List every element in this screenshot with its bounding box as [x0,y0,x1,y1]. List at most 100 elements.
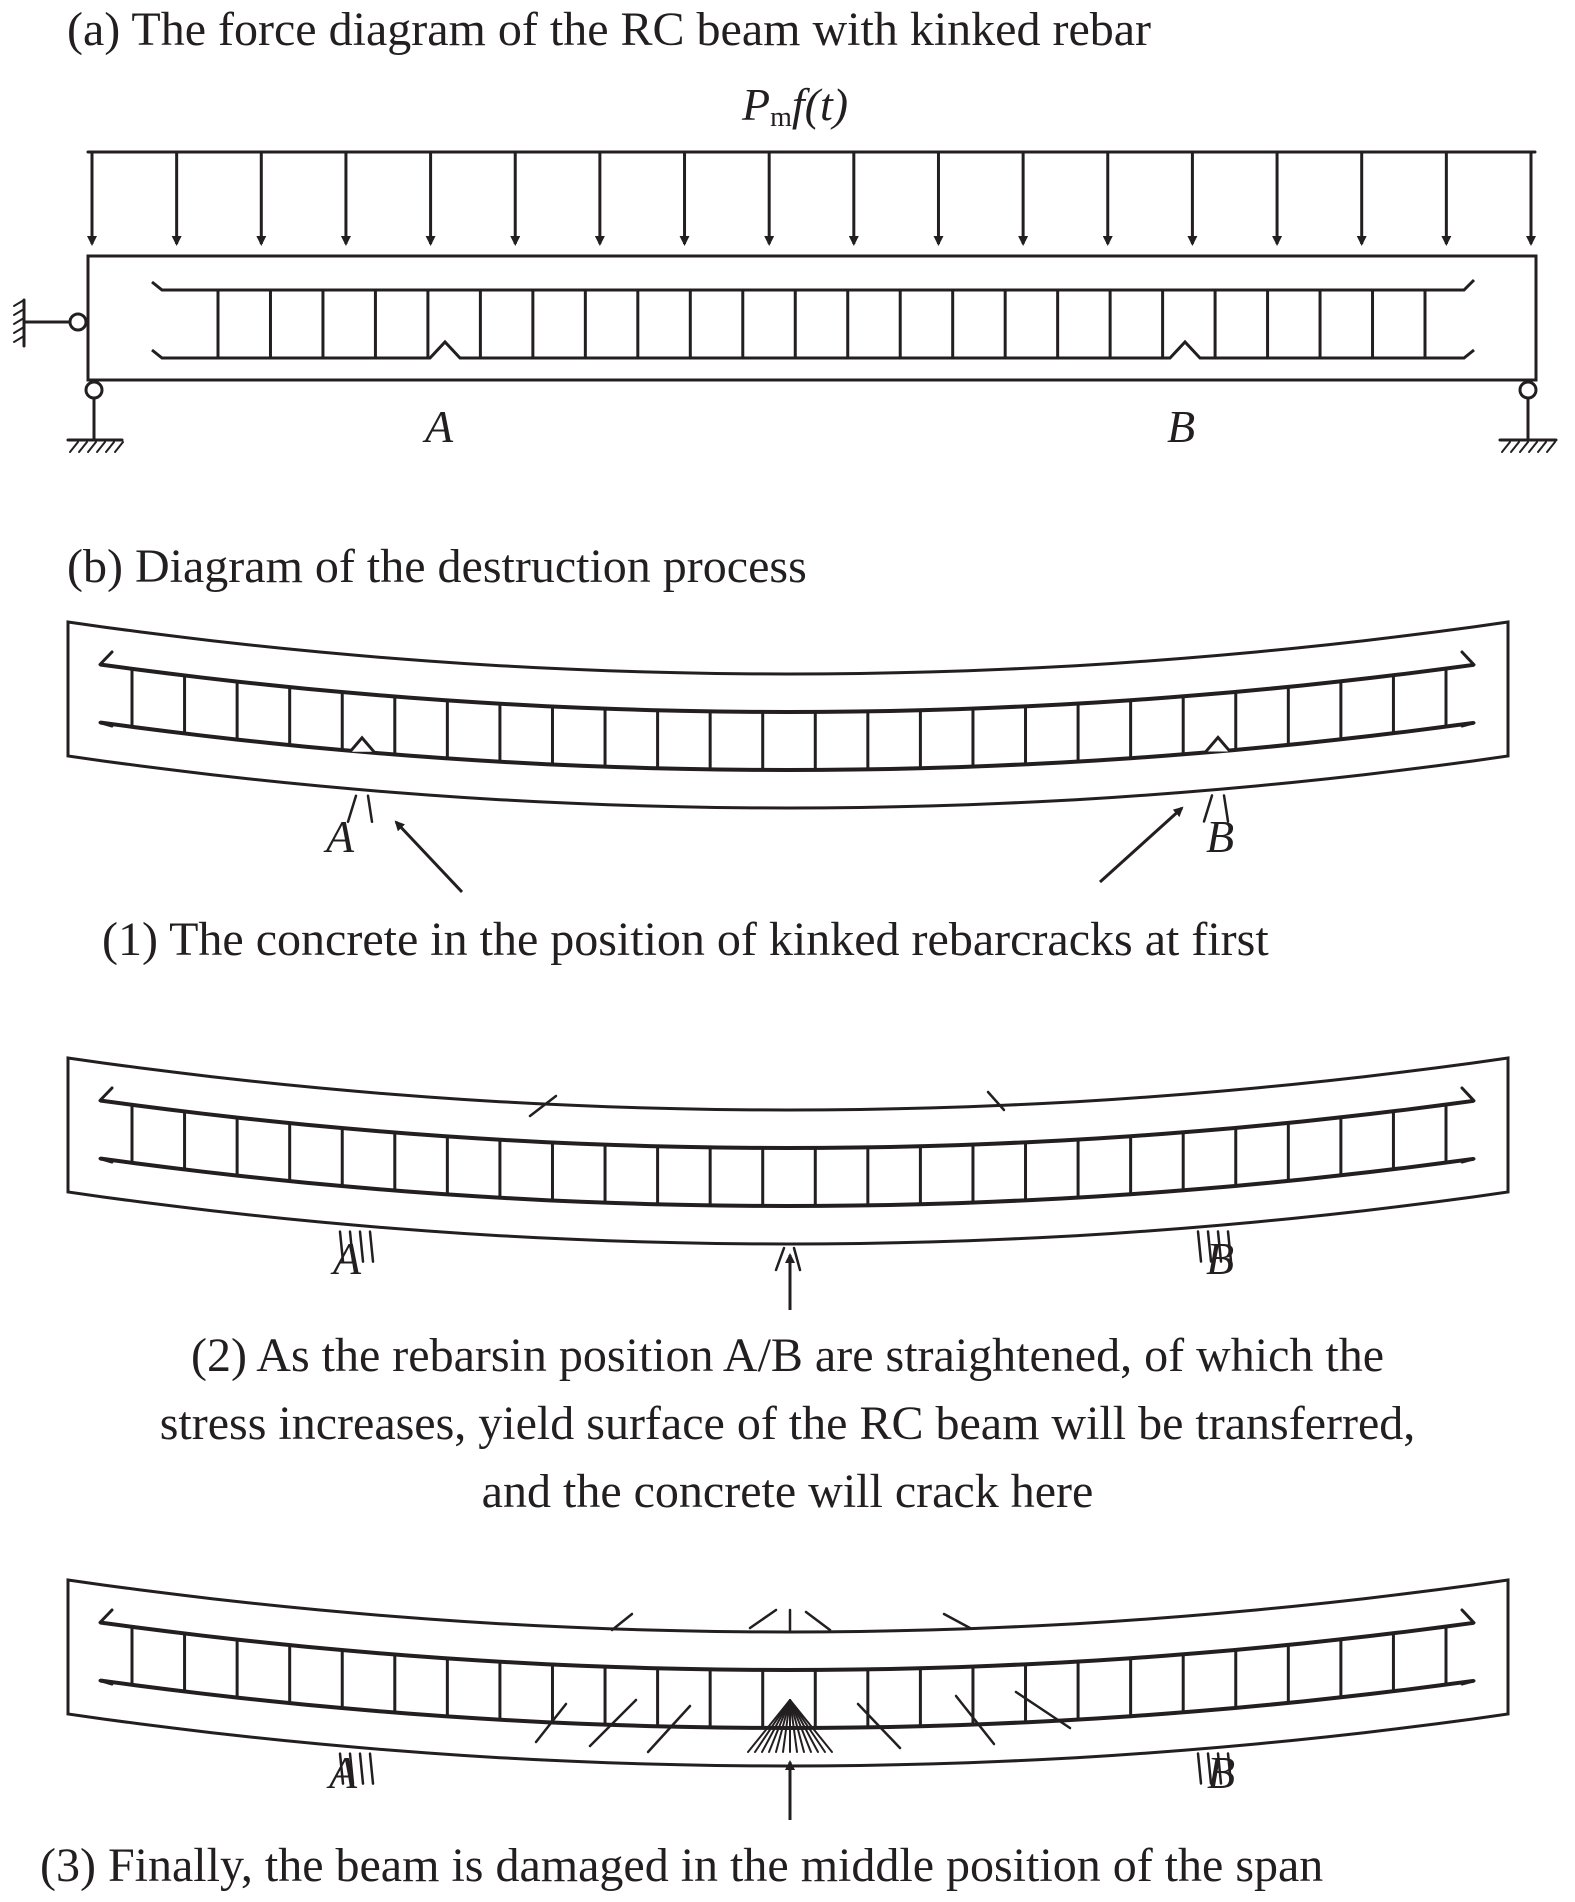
crack-line [368,1752,375,1785]
distributed-load-arrows [86,150,1537,246]
step1-caption: (1) The concrete in the position of kink… [102,913,1269,966]
crack-line [366,794,374,824]
crack-line [1196,1752,1203,1785]
crack-line [338,1752,345,1785]
rebar-hook [98,1086,114,1103]
crack-line [986,1090,1006,1112]
left-wall-hatch [13,308,25,316]
step2-caption-line2: stress increases, yield surface of the R… [159,1397,1416,1450]
step3-label-a: A [329,1747,358,1798]
rebar-hook [98,650,114,667]
beam-outline [66,1578,1510,1768]
rebar-kink [1204,735,1232,753]
beam-a-outline [86,254,1538,382]
crack-line [534,1702,568,1744]
crack-line [1216,1752,1223,1785]
step2-caption-line3: and the concrete will crack here [481,1465,1094,1518]
left-wall-hatch [13,335,25,343]
crack-line [588,1698,638,1748]
right-support-hatch [1501,441,1511,453]
load-function: f(t) [791,79,849,130]
crack-line [368,1230,375,1263]
step1-label-a: A [326,811,355,862]
crack-line [646,1704,692,1754]
crack-line [761,1699,791,1753]
crack-line [1222,794,1230,823]
right-support-hatch [1528,441,1538,453]
beam-top-rebar [99,1620,1475,1673]
crack-line [1206,1230,1213,1263]
crack-line [1226,1230,1233,1263]
beam-a [86,254,1538,382]
load-symbol: P [742,79,771,130]
crack-line [774,1246,786,1272]
crack-line [856,1702,902,1750]
section-a-label-b: B [1167,401,1196,452]
left-support-hatch [69,441,79,453]
rebar-hook [1460,1086,1476,1103]
left-support-hatch [87,441,97,453]
load-label: Pmf(t) [742,80,848,143]
deflected-beam-step-1 [66,620,1510,894]
crack-line [942,1612,972,1630]
rebar-hook [98,1679,114,1686]
left-support-hatch [105,441,115,453]
step1-label-b: B [1206,811,1235,862]
beam-outline [66,1056,1510,1246]
crack-line [528,1094,558,1118]
crack-line [782,1699,791,1753]
left-wall-hatch [13,317,25,325]
crack-line [775,1699,791,1753]
step2-label-b: B [1206,1233,1235,1284]
crack-line [346,794,358,824]
section-b-title: (b) Diagram of the destruction process [67,540,807,593]
crack-line [1206,1752,1213,1785]
rebar-hook [1460,1608,1476,1625]
left-wall-hatch [13,299,25,307]
deflected-beam-step-2 [66,1056,1510,1310]
right-support-hatch [1537,441,1547,453]
beam-top-rebar [99,662,1475,715]
beam-bottom-rebar [99,1156,1475,1209]
crack-line [748,1608,778,1630]
beam-top-rebar [99,1098,1475,1151]
crack-line [358,1230,365,1263]
beam-a-top-rebar [151,278,1476,292]
right-support-hatch [1519,441,1529,453]
rebar-hook [98,1157,114,1164]
rebar-hook [1460,1157,1476,1164]
rebar-hook [1460,650,1476,667]
right-support-pin [1518,380,1538,400]
rebar-hook [1460,721,1476,728]
crack-line [768,1699,791,1753]
right-support-hatch [1546,441,1556,453]
step2-caption: (2) As the rebarsin position A/B are str… [0,1322,1575,1526]
deflected-beam-step-3 [66,1578,1510,1820]
crack-line [954,1694,996,1746]
crack-line [1202,794,1214,823]
crack-line [348,1752,355,1785]
step3-label-b: B [1207,1747,1236,1798]
rebar-hook [98,1608,114,1625]
left-support-hatch [78,441,88,453]
left-support-hatch [114,441,124,453]
section-a-label-a: A [425,401,454,452]
beam-bottom-rebar [99,720,1475,773]
pointer-arrow-a [394,820,464,894]
crack-line [754,1699,791,1753]
crack-line [789,1699,833,1753]
crack-line [1216,1230,1223,1263]
step2-caption-line1: (2) As the rebarsin position A/B are str… [190,1329,1385,1382]
beam-a-bottom-rebar [151,339,1475,360]
section-a-title: (a) The force diagram of the RC beam wit… [67,3,1152,56]
rebar-kink [348,735,376,753]
crack-line [1014,1690,1072,1730]
step2-label-a: A [333,1233,362,1284]
left-support-hatch [96,441,106,453]
beam-outline [66,620,1510,810]
left-wall-hatch [13,326,25,334]
rebar-hook [1460,1679,1476,1686]
crack-line [1196,1230,1203,1263]
